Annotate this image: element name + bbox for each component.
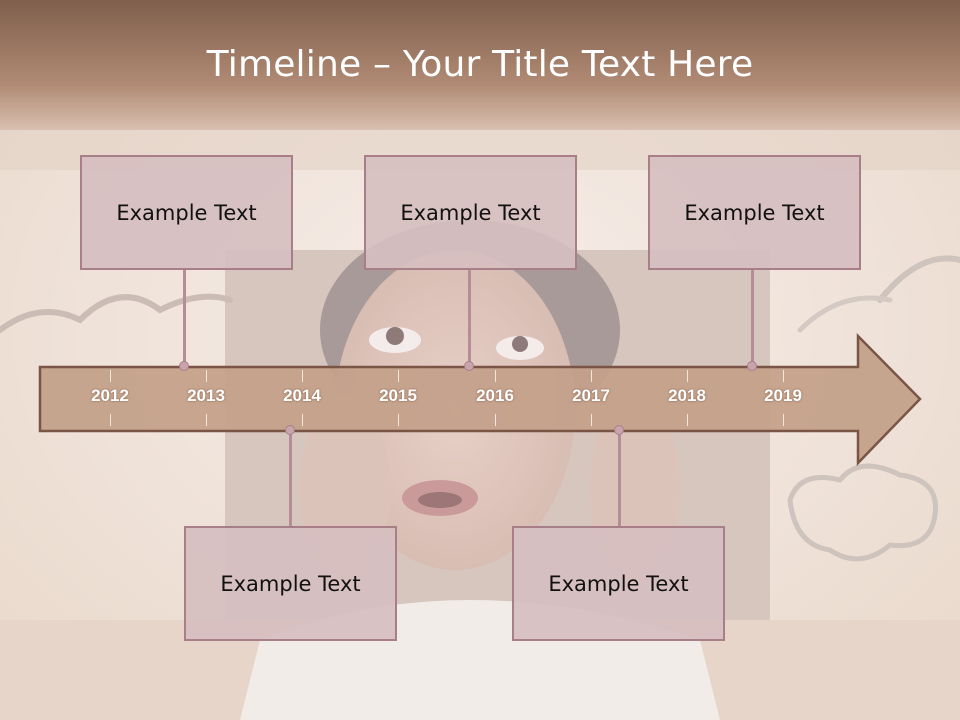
year-label[interactable]: 2013 (187, 386, 225, 405)
year-label[interactable]: 2014 (283, 386, 321, 405)
connector-dot (179, 361, 189, 371)
connector-dot (747, 361, 757, 371)
connector-bottom-1 (289, 432, 292, 528)
connector-top-1 (183, 268, 186, 364)
year-tick (398, 370, 399, 382)
year-tick (302, 414, 303, 426)
year-tick (591, 370, 592, 382)
text-box-label: Example Text (400, 200, 541, 225)
year-label[interactable]: 2016 (476, 386, 514, 405)
slide-title[interactable]: Timeline – Your Title Text Here (206, 44, 754, 85)
text-box-label: Example Text (548, 571, 689, 596)
text-box-label: Example Text (220, 571, 361, 596)
year-label[interactable]: 2017 (572, 386, 610, 405)
year-label[interactable]: 2019 (764, 386, 802, 405)
year-label[interactable]: 2012 (91, 386, 129, 405)
text-box-top-2[interactable]: Example Text (364, 155, 577, 270)
connector-top-3 (751, 268, 754, 364)
year-label[interactable]: 2018 (668, 386, 706, 405)
year-tick (110, 414, 111, 426)
year-tick (687, 370, 688, 382)
text-box-bottom-1[interactable]: Example Text (184, 526, 397, 641)
connector-dot (285, 425, 295, 435)
year-tick (206, 370, 207, 382)
year-tick (783, 370, 784, 382)
year-tick (591, 414, 592, 426)
year-tick (110, 370, 111, 382)
text-box-bottom-2[interactable]: Example Text (512, 526, 725, 641)
connector-top-2 (468, 268, 471, 364)
year-label[interactable]: 2015 (379, 386, 417, 405)
year-tick (302, 370, 303, 382)
text-box-top-1[interactable]: Example Text (80, 155, 293, 270)
text-box-top-3[interactable]: Example Text (648, 155, 861, 270)
connector-bottom-2 (618, 432, 621, 528)
year-tick (495, 414, 496, 426)
text-box-label: Example Text (116, 200, 257, 225)
year-tick (783, 414, 784, 426)
year-tick (206, 414, 207, 426)
connector-dot (614, 425, 624, 435)
year-tick (687, 414, 688, 426)
year-tick (495, 370, 496, 382)
text-box-label: Example Text (684, 200, 825, 225)
connector-dot (464, 361, 474, 371)
year-tick (398, 414, 399, 426)
